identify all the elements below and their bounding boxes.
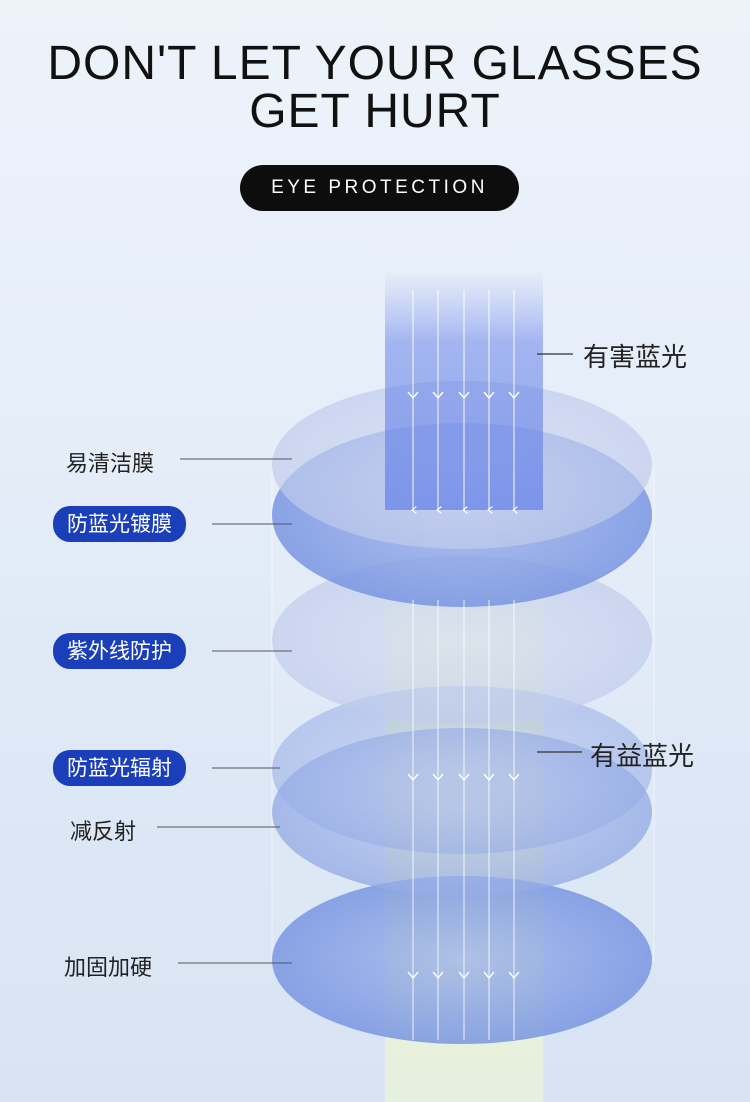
- harmful-blue-light-label: 有害蓝光: [583, 343, 688, 373]
- right-leader-lines: [537, 353, 582, 753]
- eye-protection-badge: EYE PROTECTION: [240, 165, 519, 211]
- layer-label-uv-protection: 紫外线防护: [53, 633, 186, 669]
- page-title: DON'T LET YOUR GLASSES GET HURT: [0, 40, 750, 136]
- lens-layer-antiblue-radiation: [272, 686, 652, 854]
- lens-layer-hardening: [272, 876, 652, 1044]
- layer-label-antiblue-coating: 防蓝光镀膜: [53, 506, 186, 542]
- beneficial-blue-light-label: 有益蓝光: [590, 742, 695, 772]
- layer-label-hardening: 加固加硬: [64, 956, 153, 981]
- left-leader-lines: [157, 458, 292, 964]
- beneficial-light-rays: [412, 600, 515, 1040]
- title-line-1: DON'T LET YOUR GLASSES: [47, 37, 703, 90]
- harmful-light-rays: [411, 290, 518, 514]
- lens-layer-uv: [272, 556, 652, 724]
- layer-label-easy-clean: 易清洁膜: [66, 452, 155, 477]
- layer-label-antiblue-radiation: 防蓝光辐射: [53, 750, 186, 786]
- layer-label-antireflection: 减反射: [70, 820, 137, 845]
- title-line-2: GET HURT: [249, 85, 501, 138]
